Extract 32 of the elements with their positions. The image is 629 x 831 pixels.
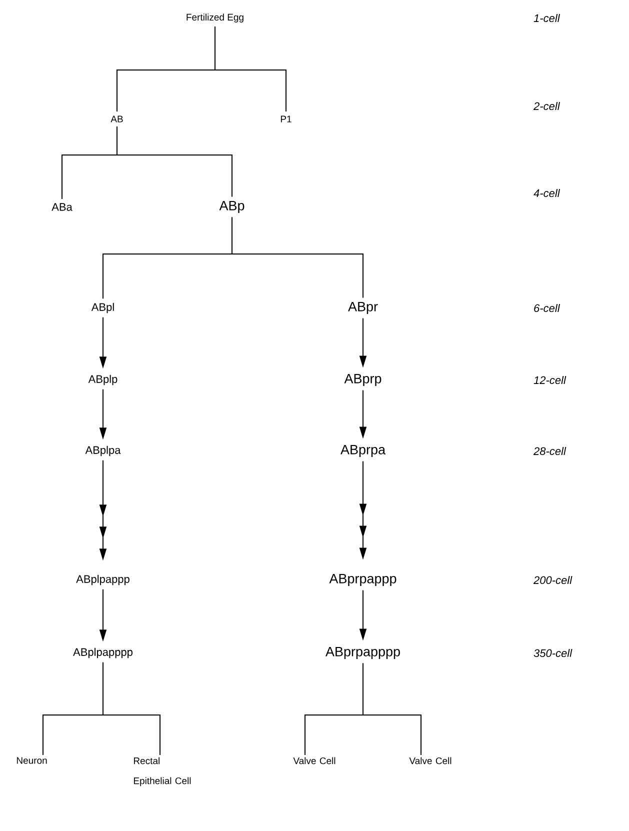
branch-line [232, 216, 364, 298]
cell-label: ABplpa [85, 446, 121, 456]
cell-label: AB [110, 116, 123, 122]
stage-label: 350-cell [534, 648, 572, 658]
cell-label: Fertilized Egg [186, 14, 244, 22]
cell-label: ABplp [88, 374, 118, 386]
cell-label: ABplpapppp [73, 648, 132, 658]
cell-label: ABprpa [340, 444, 386, 458]
cell-label: ABplpappp [76, 574, 130, 586]
cell-label: Neuron [16, 757, 47, 764]
stage-label: 6-cell [534, 304, 560, 312]
stage-label: 28-cell [533, 446, 566, 456]
cell-label: ABprpapppp [326, 646, 400, 660]
cell-label: ABpr [348, 302, 378, 314]
branch-line [102, 662, 160, 756]
cell-label: ABpl [91, 302, 114, 314]
branch-line [214, 26, 286, 112]
stage-label: 2-cell [533, 102, 560, 110]
cell-label: Rectal Epithelial Cell [134, 757, 191, 786]
cell-label: ABprpappp [329, 574, 396, 586]
stage-label: 12-cell [534, 376, 566, 384]
cell-label: ABprp [344, 374, 382, 386]
cell-label: P1 [280, 116, 292, 122]
cell-label: Valve Cell [293, 757, 336, 764]
cell-label: ABa [52, 203, 72, 211]
cell-label: ABp [219, 200, 244, 214]
stage-label: 4-cell [534, 188, 560, 198]
cell-label: Valve Cell [409, 757, 452, 764]
branch-line [362, 662, 422, 756]
stage-label: 1-cell [534, 14, 560, 22]
branch-line [116, 126, 232, 198]
stage-label: 200-cell [533, 576, 572, 584]
